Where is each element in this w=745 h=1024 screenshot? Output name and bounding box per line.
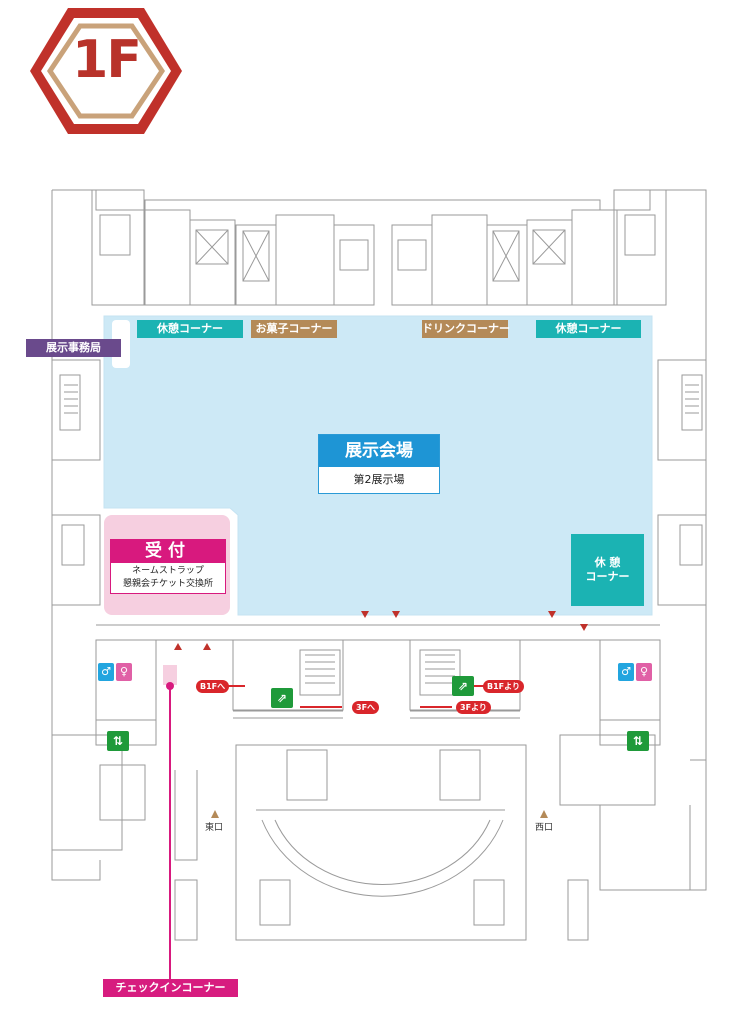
reception-label: 受付 ネームストラップ 懇親会チケット交換所 <box>110 539 226 595</box>
sweets-corner-tag: お菓子コーナー <box>251 320 337 338</box>
rest-corner-box: 休 憩 コーナー <box>571 534 644 606</box>
reception-line-1: ネームストラップ <box>132 566 204 576</box>
restroom-male-icon: ♂ <box>98 663 114 681</box>
restroom-female-icon: ♀ <box>636 663 652 681</box>
reception-details: ネームストラップ 懇親会チケット交換所 <box>110 563 226 594</box>
exhibit-office-tag: 展示事務局 <box>26 339 121 357</box>
floor-label: 1F <box>72 30 142 90</box>
entry-markers <box>174 611 588 650</box>
escalator-icon: ⇗ <box>271 688 293 708</box>
drink-corner-tag: ドリンクコーナー <box>422 320 510 338</box>
escalator-left-to-b1: B1Fへ <box>196 680 230 693</box>
floor-badge-frame <box>30 8 182 134</box>
checkin-area <box>163 665 177 685</box>
escalator-right-from-b1: B1Fより <box>483 680 524 693</box>
exhibit-hall-label: 展示会場 第2展示場 <box>318 434 440 494</box>
restroom-female-icon: ♀ <box>116 663 132 681</box>
reception-line-2: 懇親会チケット交換所 <box>122 579 213 589</box>
elevator-icon: ⇅ <box>627 731 649 751</box>
escalator-icon: ⇗ <box>452 676 474 696</box>
exhibit-hall-title: 展示会場 <box>319 435 439 467</box>
checkin-corner-tag: チェックインコーナー <box>103 979 238 997</box>
escalator-right-from-3f: 3Fより <box>456 701 491 714</box>
checkin-marker <box>166 682 174 690</box>
rest-corner-box-line2: コーナー <box>585 570 630 583</box>
exhibit-hall-subtitle: 第2展示場 <box>353 473 405 486</box>
restroom-male-icon: ♂ <box>618 663 634 681</box>
west-entrance-label: 西口 <box>535 823 554 833</box>
rest-corner-right-tag: 休憩コーナー <box>536 320 641 338</box>
elevator-icon: ⇅ <box>107 731 129 751</box>
rest-corner-left-tag: 休憩コーナー <box>137 320 243 338</box>
west-entrance-marker <box>540 810 548 818</box>
east-entrance-label: 東口 <box>205 823 224 833</box>
east-entrance-marker <box>211 810 219 818</box>
escalator-left-to-3f: 3Fへ <box>352 701 380 714</box>
reception-title: 受付 <box>110 539 226 563</box>
rest-corner-box-line1: 休 憩 <box>594 556 621 569</box>
